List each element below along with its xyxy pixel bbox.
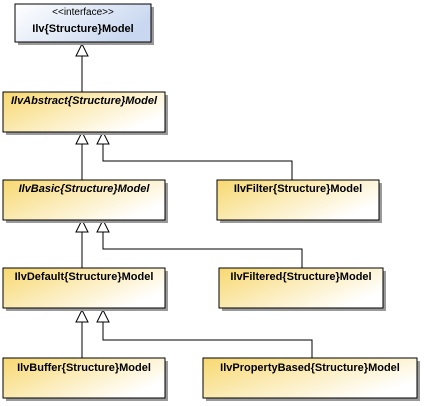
edge-property-to-default — [102, 322, 313, 358]
class-box-filtered-structure-model-rect — [218, 267, 384, 309]
class-box-default-structure-model-rect — [2, 267, 166, 309]
class-box-filtered-structure-model: IlvFiltered{Structure}Model — [218, 267, 386, 311]
class-box-filter-structure-model: IlvFilter{Structure}Model — [216, 179, 382, 223]
class-name-filtered-structure-model: IlvFiltered{Structure}Model — [230, 271, 371, 283]
class-name-property-based-structure-model: IlvPropertyBased{Structure}Model — [220, 362, 400, 374]
class-box-basic-structure-model-rect — [2, 179, 166, 221]
arrowhead-property-to-default — [96, 308, 110, 323]
arrowhead-filtered-to-basic — [96, 218, 110, 233]
class-box-buffer-structure-model: IlvBuffer{Structure}Model — [2, 357, 168, 401]
class-name-buffer-structure-model: IlvBuffer{Structure}Model — [17, 362, 151, 374]
class-name-structure-model: Ilv{Structure}Model — [32, 23, 133, 35]
arrowhead-default-to-basic — [75, 218, 89, 233]
class-box-abstract-structure-model-rect — [2, 91, 166, 133]
inheritance-edges — [81, 56, 313, 358]
class-box-filter-structure-model-rect — [216, 179, 380, 221]
edge-filtered-to-basic — [102, 232, 303, 268]
class-box-structure-model: <<interface>> Ilv{Structure}Model — [14, 3, 154, 45]
class-name-basic-structure-model: IlvBasic{Structure}Model — [19, 183, 151, 195]
edge-filter-to-abstract — [102, 144, 293, 180]
arrowhead-basic-to-abstract — [75, 130, 89, 145]
class-box-property-based-structure-model-rect — [202, 357, 418, 399]
class-box-default-structure-model: IlvDefault{Structure}Model — [2, 267, 168, 311]
arrowhead-buffer-to-default — [75, 308, 89, 323]
class-name-default-structure-model: IlvDefault{Structure}Model — [15, 271, 154, 283]
arrowhead-filter-to-abstract — [96, 130, 110, 145]
arrowhead-to-model — [75, 42, 89, 57]
class-box-property-based-structure-model: IlvPropertyBased{Structure}Model — [202, 357, 420, 401]
class-name-filter-structure-model: IlvFilter{Structure}Model — [234, 183, 362, 195]
class-box-buffer-structure-model-rect — [2, 357, 166, 399]
class-box-structure-model-rect — [14, 3, 152, 43]
interface-stereotype: <<interface>> — [52, 7, 114, 18]
class-name-abstract-structure-model: IlvAbstract{Structure}Model — [11, 95, 158, 107]
class-box-abstract-structure-model: IlvAbstract{Structure}Model — [2, 91, 168, 135]
generalization-arrowheads — [75, 42, 110, 323]
class-box-basic-structure-model: IlvBasic{Structure}Model — [2, 179, 168, 223]
